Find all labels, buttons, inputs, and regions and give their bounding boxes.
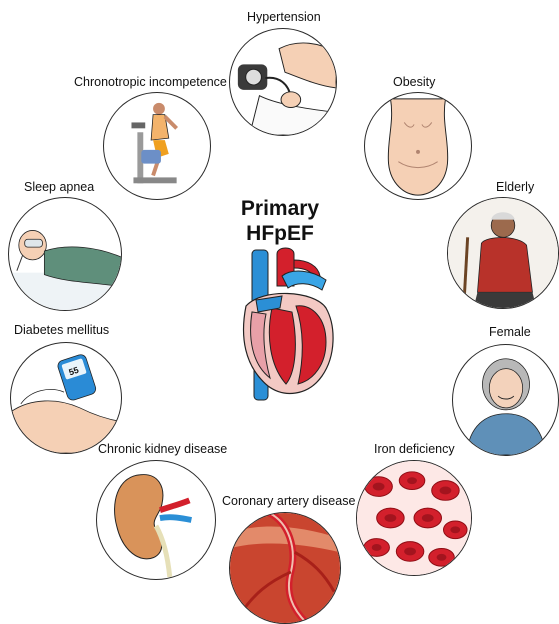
- exercise-bike-icon: [104, 93, 210, 199]
- kidney-icon: [97, 461, 215, 579]
- circle-obesity: [364, 92, 472, 200]
- circle-diabetes: 55: [10, 342, 122, 454]
- glucometer-icon: 55: [11, 343, 121, 453]
- label-female: Female: [489, 325, 531, 339]
- circle-ckd: [96, 460, 216, 580]
- coronary-artery-icon: [230, 513, 340, 623]
- label-iron: Iron deficiency: [374, 442, 455, 456]
- blood-pressure-cuff-icon: [230, 29, 336, 135]
- obese-torso-icon: [365, 93, 471, 199]
- circle-iron: [356, 460, 472, 576]
- circle-cad: [229, 512, 341, 624]
- label-chronotropic: Chronotropic incompetence: [74, 75, 227, 89]
- heart-illustration: [222, 246, 342, 406]
- label-obesity: Obesity: [393, 75, 435, 89]
- title-line-1: Primary: [210, 196, 350, 221]
- label-cad: Coronary artery disease: [222, 494, 355, 508]
- red-blood-cells-icon: [357, 461, 471, 575]
- older-woman-icon: [453, 345, 558, 455]
- title-line-2: HFpEF: [210, 221, 350, 246]
- circle-female: [452, 344, 559, 456]
- center-title: Primary HFpEF: [210, 196, 350, 246]
- sleeping-person-icon: [9, 198, 121, 310]
- circle-sleep-apnea: [8, 197, 122, 311]
- label-ckd: Chronic kidney disease: [98, 442, 227, 456]
- label-elderly: Elderly: [496, 180, 534, 194]
- elderly-man-icon: [448, 198, 558, 308]
- circle-hypertension: [229, 28, 337, 136]
- circle-chronotropic: [103, 92, 211, 200]
- label-sleep-apnea: Sleep apnea: [24, 180, 94, 194]
- circle-elderly: [447, 197, 559, 309]
- label-hypertension: Hypertension: [247, 10, 321, 24]
- label-diabetes: Diabetes mellitus: [14, 323, 109, 337]
